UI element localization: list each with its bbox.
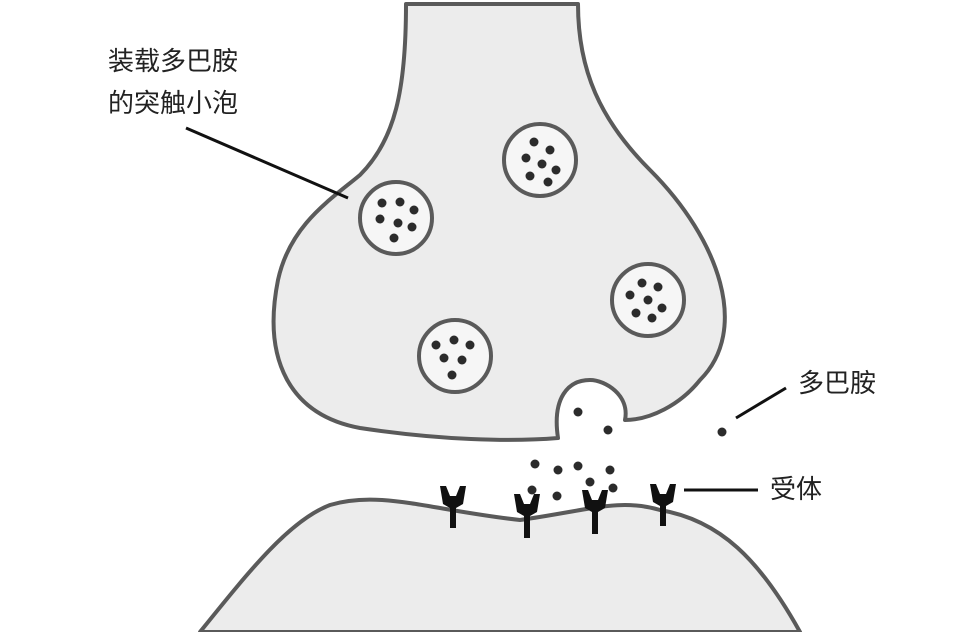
dopamine-label: 多巴胺 (798, 369, 876, 399)
vesicle-leader-line (185, 126, 349, 200)
vesicle-2-molecules (521, 137, 561, 187)
vesicle-3-molecules (625, 278, 667, 323)
vesicle-1-molecules (375, 197, 419, 243)
vesicle-3 (610, 262, 686, 338)
receptor-label: 受体 (770, 475, 822, 505)
dopamine-leader-line (735, 386, 787, 420)
vesicle-4-molecules (431, 335, 475, 380)
receptor-2 (514, 494, 540, 538)
vesicle-1 (358, 180, 434, 256)
receptor-3 (582, 490, 608, 534)
receptor-1 (440, 486, 466, 528)
vesicle-label-line1: 装载多巴胺 (108, 47, 238, 77)
vesicle-2 (502, 122, 578, 198)
vesicle-label-line2: 的突触小泡 (108, 89, 238, 119)
postsynaptic-membrane (198, 497, 802, 632)
receptor-4 (650, 484, 676, 526)
dopamine-molecule (573, 407, 583, 417)
presynaptic-terminal (271, 2, 727, 442)
cleft-dopamine (527, 425, 727, 501)
vesicle-4 (417, 318, 493, 394)
